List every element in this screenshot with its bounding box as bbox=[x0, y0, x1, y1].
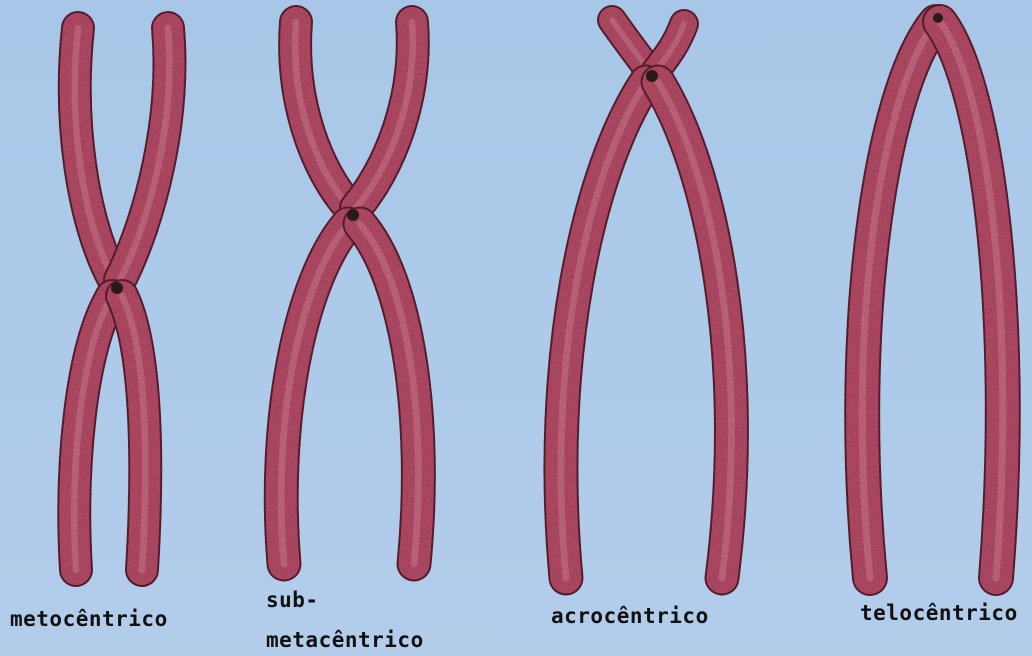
acrocentric-centromere bbox=[646, 70, 658, 82]
metacentric-label: metocêntrico bbox=[10, 609, 168, 630]
metacentric-centromere bbox=[111, 282, 123, 294]
telocentric-centromere bbox=[933, 13, 943, 23]
acrocentric-label: acrocêntrico bbox=[551, 606, 709, 627]
submetacentric-centromere bbox=[347, 209, 359, 221]
acrocentric-arm-lower-left bbox=[561, 82, 646, 578]
telocentric-label: telocêntrico bbox=[860, 603, 1018, 624]
submetacentric-label-line2: metacêntrico bbox=[266, 630, 424, 651]
submetacentric-label-line1: sub- bbox=[266, 590, 319, 611]
